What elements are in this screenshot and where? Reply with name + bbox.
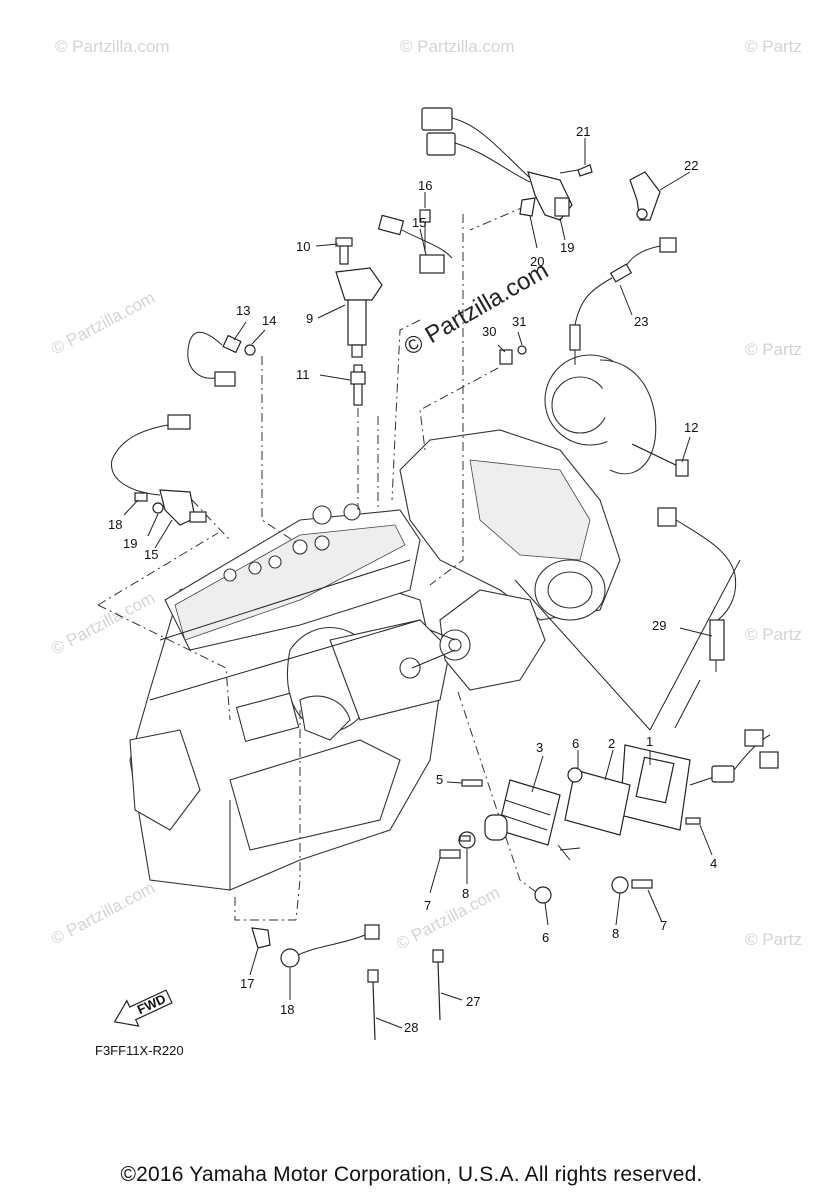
fwd-arrow: FWD bbox=[113, 989, 173, 1027]
callout-18: 15 bbox=[412, 215, 426, 230]
callout-22: 19 bbox=[560, 240, 574, 255]
callout-20: 17 bbox=[240, 976, 254, 991]
watermark: © Partzilla.com bbox=[48, 288, 158, 359]
watermark: © Partz bbox=[745, 625, 802, 644]
callout-12: 12 bbox=[684, 420, 698, 435]
callout-3: 3 bbox=[536, 740, 543, 755]
callout-26: 23 bbox=[634, 314, 648, 329]
copyright-notice: ©2016 Yamaha Motor Corporation, U.S.A. A… bbox=[120, 1163, 703, 1186]
part-30-31 bbox=[499, 345, 527, 365]
callout-5: 5 bbox=[436, 772, 443, 787]
watermark: © Partz bbox=[745, 37, 802, 56]
engine-block bbox=[129, 503, 460, 891]
callout-24: 21 bbox=[576, 124, 590, 139]
callout-29: 29 bbox=[652, 618, 666, 633]
oxygen-sensor-26 bbox=[569, 237, 677, 365]
sensor-18 bbox=[377, 209, 453, 274]
watermark: © Partzilla.com bbox=[393, 883, 503, 954]
callout-7: 7 bbox=[424, 898, 431, 913]
callout-30: 30 bbox=[482, 324, 496, 339]
callout-9: 9 bbox=[306, 311, 313, 326]
callout-31: 31 bbox=[512, 314, 526, 329]
watermark: © Partz bbox=[745, 340, 802, 359]
callout-8: 8 bbox=[612, 926, 619, 941]
ignition-coil bbox=[335, 237, 383, 406]
watermark: © Partzilla.com bbox=[55, 37, 170, 56]
callout-17: 19 bbox=[123, 536, 137, 551]
callout-19: 16 bbox=[418, 178, 432, 193]
callout-6: 6 bbox=[572, 736, 579, 751]
callout-27: 27 bbox=[466, 994, 480, 1009]
cable-ties bbox=[367, 949, 444, 1041]
watermark: © Partzilla.com bbox=[48, 878, 158, 949]
callout-23: 20 bbox=[530, 254, 544, 269]
watermark: © Partz bbox=[745, 930, 802, 949]
figure-code: F3FF11X-R220 bbox=[95, 1043, 184, 1058]
sensor-29 bbox=[657, 507, 737, 672]
callout-1: 1 bbox=[646, 734, 653, 749]
callout-labels: 21 22 19 20 16 15 10 9 11 13 14 23 30 31… bbox=[108, 124, 717, 1035]
fwd-label: FWD bbox=[135, 991, 168, 1017]
callout-6: 6 bbox=[542, 930, 549, 945]
callout-28: 28 bbox=[404, 1020, 418, 1035]
watermark: © Partzilla.com bbox=[48, 588, 158, 659]
ecu-assembly bbox=[439, 729, 779, 904]
knock-sensor bbox=[251, 924, 380, 968]
sensor-12 bbox=[631, 443, 689, 477]
leader-lines bbox=[123, 138, 713, 1029]
callout-10: 10 bbox=[296, 239, 310, 254]
callout-8: 8 bbox=[462, 886, 469, 901]
exhaust-manifold bbox=[399, 354, 657, 691]
callout-16: 18 bbox=[108, 517, 122, 532]
cam-sensor-harness bbox=[421, 107, 661, 221]
callout-25: 22 bbox=[684, 158, 698, 173]
callout-21: 18 bbox=[280, 1002, 294, 1017]
callout-13: 13 bbox=[236, 303, 250, 318]
callout-14: 14 bbox=[262, 313, 276, 328]
callout-2: 2 bbox=[608, 736, 615, 751]
callout-7: 7 bbox=[660, 918, 667, 933]
callout-4: 4 bbox=[710, 856, 717, 871]
callout-11: 11 bbox=[296, 367, 310, 382]
watermark: © Partzilla.com bbox=[400, 37, 515, 56]
sensor-15 bbox=[111, 414, 207, 526]
callout-15: 15 bbox=[144, 547, 158, 562]
oxygen-sensor-13 bbox=[187, 332, 256, 387]
reference-lines bbox=[97, 205, 741, 921]
